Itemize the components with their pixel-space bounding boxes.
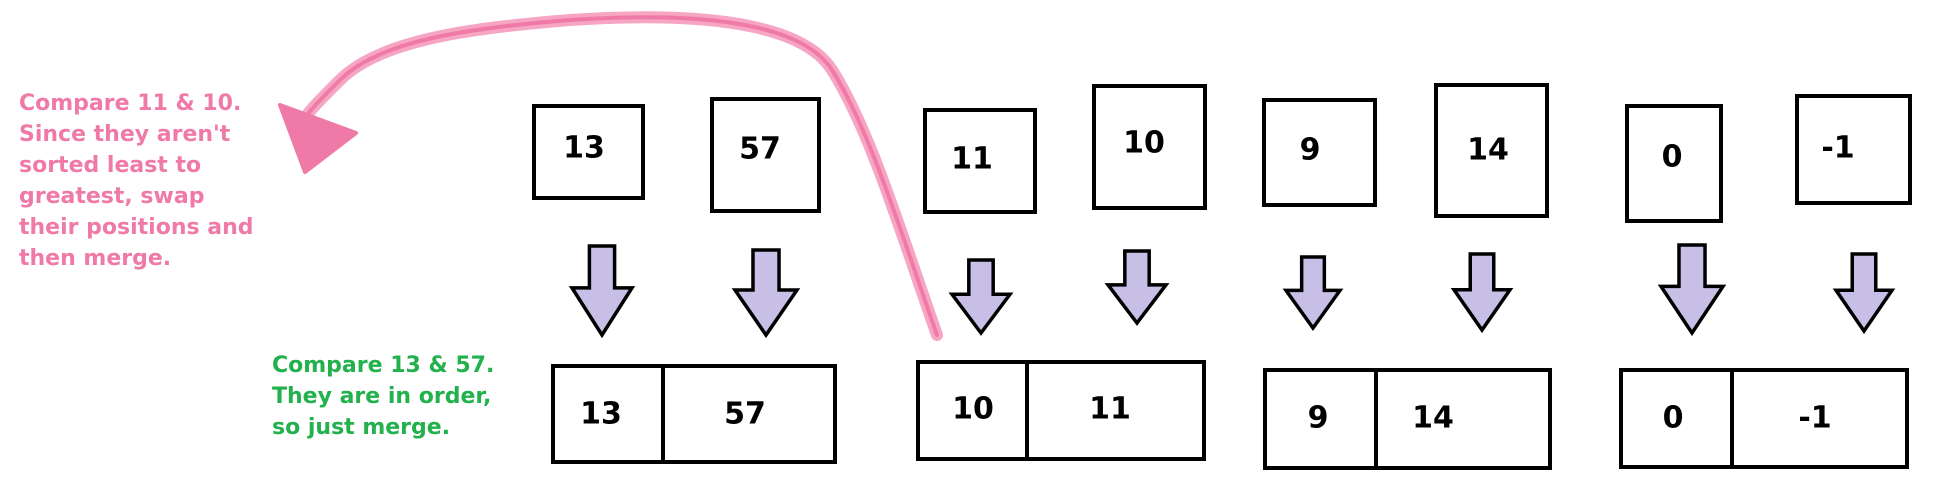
single-element: -1 bbox=[1795, 94, 1912, 205]
merged-pair-box bbox=[551, 364, 837, 464]
down-arrow-icon bbox=[948, 258, 1014, 336]
merged-pair: 0 -1 bbox=[1619, 368, 1909, 469]
down-arrow-icon bbox=[731, 248, 801, 339]
merged-pair: 9 14 bbox=[1263, 368, 1552, 470]
merged-pair-box bbox=[1263, 368, 1552, 470]
merged-pair: 10 11 bbox=[916, 360, 1206, 461]
single-element-box bbox=[923, 108, 1037, 214]
single-element-box bbox=[1625, 104, 1723, 223]
in-order-explanation-note: Compare 13 & 57. They are in order, so j… bbox=[272, 353, 495, 440]
single-element: 10 bbox=[1092, 84, 1207, 210]
merged-pair-value: 13 bbox=[580, 397, 622, 432]
single-element-box bbox=[710, 97, 821, 213]
single-element-box bbox=[1262, 98, 1377, 207]
single-element: 57 bbox=[710, 97, 821, 213]
single-element-value: 0 bbox=[1662, 140, 1683, 175]
single-element-box bbox=[1434, 83, 1549, 218]
single-element-value: 10 bbox=[1123, 126, 1165, 161]
merged-pair-value: -1 bbox=[1798, 401, 1831, 436]
single-element-value: 9 bbox=[1300, 133, 1321, 168]
single-element-value: -1 bbox=[1821, 131, 1854, 166]
merged-pairs: 13 57 10 11 9 14 0 -1 bbox=[551, 360, 1909, 470]
down-arrow-icon bbox=[1657, 243, 1727, 337]
merged-pair-value: 57 bbox=[724, 397, 766, 432]
swap-arrow-head bbox=[278, 103, 358, 174]
merged-pair-value: 14 bbox=[1412, 401, 1454, 436]
merged-pair-value: 9 bbox=[1308, 401, 1329, 436]
merged-pair-value: 0 bbox=[1663, 401, 1684, 436]
single-element-box bbox=[532, 104, 645, 200]
single-element-value: 57 bbox=[739, 132, 781, 167]
down-arrow-icon bbox=[1832, 252, 1896, 335]
merged-pair-box bbox=[1619, 368, 1909, 469]
single-element-box bbox=[1795, 94, 1912, 205]
swap-arrow-shaft-core bbox=[303, 15, 939, 337]
single-element-value: 11 bbox=[951, 142, 993, 177]
single-elements: 13 57 11 10 9 14 0 -1 bbox=[532, 83, 1912, 223]
single-element-box bbox=[1092, 84, 1207, 210]
merged-pair-value: 10 bbox=[952, 392, 994, 427]
merged-pair: 13 57 bbox=[551, 364, 837, 464]
single-element-value: 14 bbox=[1467, 133, 1509, 168]
single-element: 13 bbox=[532, 104, 645, 200]
swap-arrow-icon bbox=[278, 11, 943, 341]
down-arrow-icon bbox=[568, 244, 636, 339]
single-element: 14 bbox=[1434, 83, 1549, 218]
single-element: 9 bbox=[1262, 98, 1377, 207]
single-element: 0 bbox=[1625, 104, 1723, 223]
single-element-value: 13 bbox=[563, 131, 605, 166]
merged-pair-value: 11 bbox=[1089, 392, 1131, 427]
swap-explanation-note: Compare 11 & 10. Since they aren't sorte… bbox=[19, 91, 254, 271]
down-arrow-icon bbox=[1104, 249, 1170, 326]
down-arrow-icon bbox=[1282, 255, 1344, 332]
down-arrow-icon bbox=[1450, 252, 1514, 334]
single-element: 11 bbox=[923, 108, 1037, 214]
merged-pair-box bbox=[916, 360, 1206, 461]
down-arrows bbox=[568, 243, 1896, 339]
